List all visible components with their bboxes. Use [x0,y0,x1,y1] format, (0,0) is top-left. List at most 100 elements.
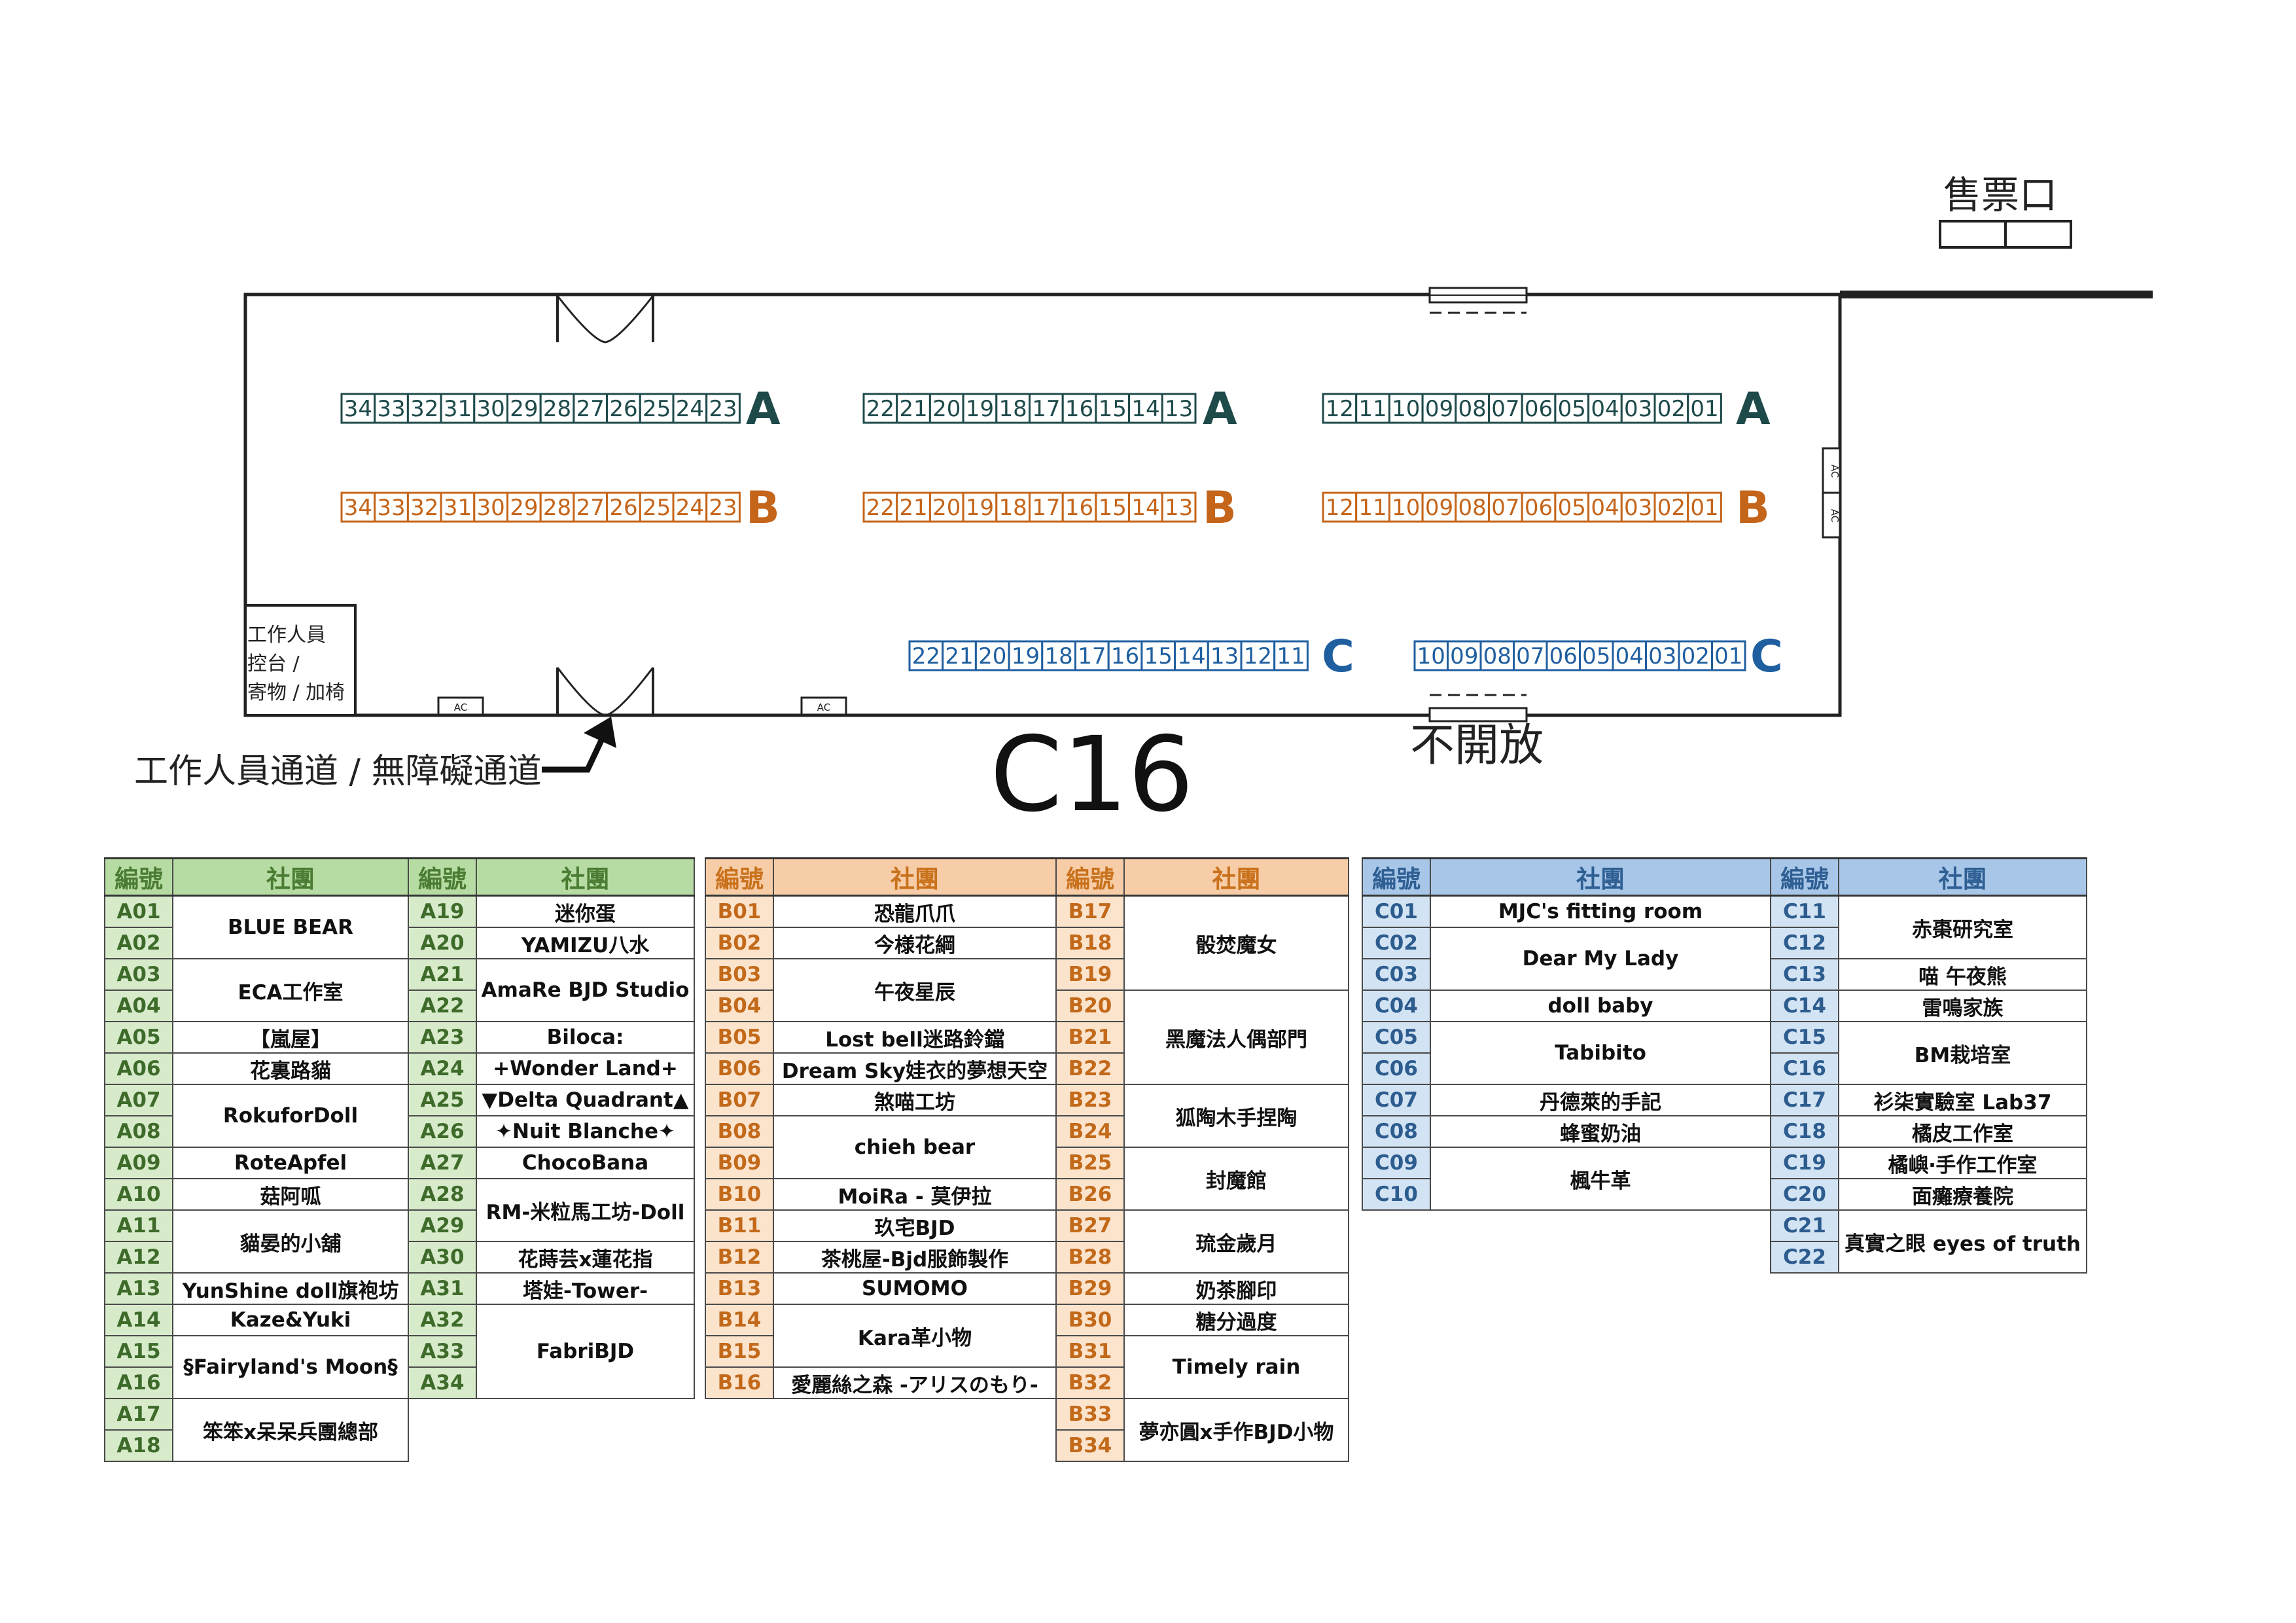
club-name: 衫柒實驗室 Lab37 [1838,1084,2087,1116]
club-name: 【嵐屋】 [172,1021,409,1054]
booth-number: 21 [945,643,973,669]
booth-code: A06 [104,1052,173,1085]
booth-c-22 [908,640,944,671]
booth-number: 22 [866,396,894,422]
club-name: 今様花綱 [773,927,1057,959]
club-name: 橘嶼‧手作工作室 [1838,1147,2087,1179]
club-name: 狐陶木手捏陶 [1123,1084,1349,1148]
booth-code: A03 [104,958,173,991]
booth-code: B11 [705,1209,774,1242]
club-name: MJC's fitting room [1430,895,1771,928]
row-letter-b: B [1203,482,1237,534]
booth-number: 05 [1558,495,1586,521]
booth-a-22 [862,393,898,424]
booth-a-07 [1488,393,1523,424]
booth-code: A17 [104,1398,173,1431]
club-name: Timely rain [1123,1335,1349,1399]
booth-code: B22 [1055,1052,1125,1085]
booth-code: B21 [1055,1021,1125,1054]
club-name: 雷鳴家族 [1838,990,2087,1022]
staff-passage-label: 工作人員通道 / 無障礙通道 [134,752,542,791]
booth-a-05 [1554,393,1590,424]
booth-code: A28 [408,1178,477,1211]
row-letter-c: C [1322,631,1354,683]
booth-c-04 [1612,640,1647,671]
booth-code: C22 [1770,1241,1839,1274]
booth-code: B32 [1055,1366,1125,1399]
club-name: 楓牛革 [1430,1147,1771,1211]
header-code: 編號 [705,857,774,897]
booth-code: C06 [1362,1052,1431,1085]
club-name: 骰焚魔女 [1123,895,1349,991]
club-name: +Wonder Land+ [476,1052,695,1085]
booth-b-14 [1128,491,1163,523]
booth-number: 08 [1483,643,1511,669]
booth-code: C09 [1362,1147,1431,1179]
booth-number: 25 [643,396,671,422]
booth-code: B04 [705,990,774,1022]
table-row: B34 [705,1429,1349,1462]
arrow-icon [542,717,616,773]
booth-code: A23 [408,1021,477,1054]
booth-number: 17 [1032,396,1060,422]
booth-b-12 [1322,491,1358,523]
booth-number: 23 [709,495,737,521]
club-name: 花裏路貓 [172,1052,409,1085]
club-name: 茶桃屋-Bjd服飾製作 [773,1241,1057,1274]
booth-number: 23 [709,396,737,422]
booth-number: 14 [1131,396,1159,422]
booth-b-19 [962,491,998,523]
header-code: 編號 [104,857,173,897]
ac-unit: AC [1822,491,1841,539]
empty-cell [408,1430,694,1461]
club-name: ECA工作室 [172,958,409,1022]
booth-b-23 [705,491,741,523]
booth-b-22 [862,491,898,523]
empty-cell [1362,1210,1771,1241]
booth-code: A01 [104,895,173,928]
club-name: 喵 午夜熊 [1838,958,2087,991]
booth-number: 07 [1491,495,1519,521]
booth-number: 34 [344,495,372,521]
row-letter-a: A [1736,383,1771,435]
booth-code: C03 [1362,958,1431,991]
booth-c-08 [1479,640,1515,671]
booth-a-21 [896,393,931,424]
booth-number: 12 [1326,396,1354,422]
club-name: 面癱療養院 [1838,1178,2087,1211]
booth-number: 16 [1065,396,1093,422]
staff-desk-line-1: 工作人員 [247,624,326,647]
ticket-label: 售票口 [1943,173,2057,217]
booth-code: A34 [408,1366,477,1399]
booth-a-15 [1095,393,1131,424]
club-name: Tabibito [1430,1021,1771,1085]
booth-code: B01 [705,895,774,928]
header-code: 編號 [1055,857,1125,897]
header-club: 社團 [1123,857,1349,897]
booth-code: C14 [1770,990,1839,1022]
booth-number: 29 [510,495,538,521]
club-name: RoteApfel [172,1147,409,1179]
club-name: 封魔館 [1123,1147,1349,1211]
bottom-door [556,667,654,717]
club-name: §Fairyland's Moon§ [172,1335,409,1399]
club-name: Dream Sky娃衣的夢想天空 [773,1052,1057,1085]
booth-number: 17 [1078,643,1106,669]
row-letter-a: A [746,383,781,435]
club-name: 玖宅BJD [773,1209,1057,1242]
club-name: 迷你蛋 [476,895,695,928]
booth-b-34 [340,491,376,523]
booth-c-21 [942,640,977,671]
